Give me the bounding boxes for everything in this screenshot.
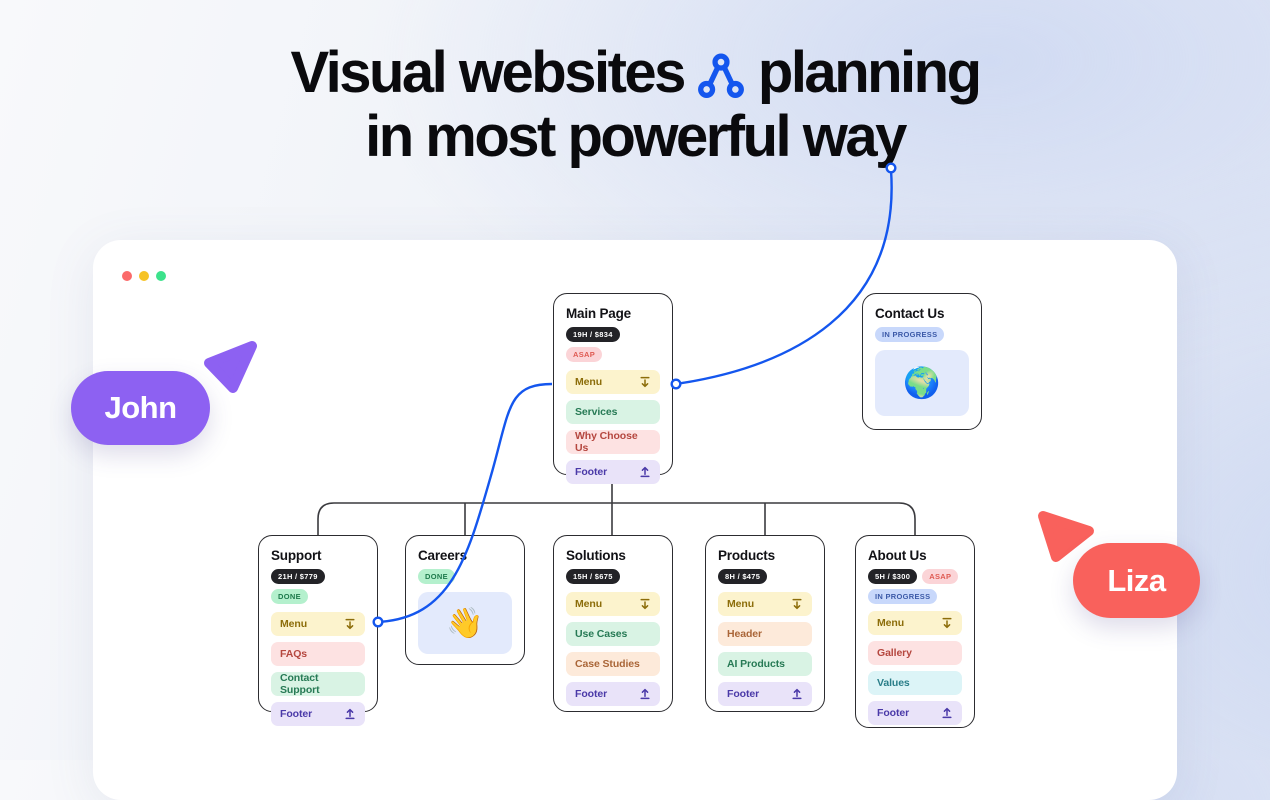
row-label: Menu: [877, 617, 905, 629]
upload-icon: [640, 466, 650, 478]
card-title: Support: [271, 548, 322, 563]
priority-badge: ASAP: [566, 347, 603, 362]
upload-icon: [640, 688, 650, 700]
time-cost-badge: 5H / $300: [868, 569, 918, 584]
row-label: Values: [877, 677, 910, 689]
card-title: Contact Us: [875, 306, 945, 321]
row-label: Footer: [877, 707, 910, 719]
time-cost-badge: 21H / $779: [271, 569, 325, 584]
section-row-footer[interactable]: Footer: [718, 682, 812, 706]
upload-icon: [792, 688, 802, 700]
section-row-values[interactable]: Values: [868, 671, 962, 695]
hero-title-line2: in most powerful way: [0, 106, 1270, 168]
card-support[interactable]: Support 21H / $779 DONE Menu FAQs Contac…: [258, 535, 378, 726]
window-close-button[interactable]: [122, 271, 132, 281]
section-row-use-cases[interactable]: Use Cases: [566, 622, 660, 646]
card-title: About Us: [868, 548, 927, 563]
row-label: Footer: [727, 688, 760, 700]
status-badge: DONE: [271, 589, 308, 604]
section-row-footer[interactable]: Footer: [566, 460, 660, 484]
section-row-header[interactable]: Header: [718, 622, 812, 646]
card-solutions[interactable]: Solutions 15H / $675 Menu Use Cases Case…: [553, 535, 673, 712]
section-row-footer[interactable]: Footer: [271, 702, 365, 726]
insert-below-icon: [640, 598, 650, 610]
hero-title-text-right: planning: [757, 40, 982, 105]
row-label: FAQs: [280, 648, 308, 660]
section-row-menu[interactable]: Menu: [566, 592, 660, 616]
liza-name: Liza: [1107, 562, 1166, 598]
row-label: Why Choose Us: [575, 430, 638, 454]
row-label: AI Products: [727, 658, 785, 670]
section-row-contact-support[interactable]: Contact Support: [271, 672, 365, 696]
section-row-faqs[interactable]: FAQs: [271, 642, 365, 666]
insert-below-icon: [792, 598, 802, 610]
row-label: Menu: [575, 376, 603, 388]
section-row-menu[interactable]: Menu: [868, 611, 962, 635]
row-label: Header: [727, 628, 763, 640]
window-zoom-button[interactable]: [156, 271, 166, 281]
status-badge: IN PROGRESS: [875, 327, 945, 342]
sitemap-icon: [697, 53, 744, 98]
priority-badge: ASAP: [922, 569, 959, 584]
row-label: Services: [575, 406, 618, 418]
globe-emoji: 🌍: [903, 366, 941, 400]
section-row-footer[interactable]: Footer: [566, 682, 660, 706]
hero-title-line1: Visual websites planning: [0, 42, 1270, 104]
section-row-ai-products[interactable]: AI Products: [718, 652, 812, 676]
time-cost-badge: 15H / $675: [566, 569, 620, 584]
globe-illustration-panel[interactable]: 🌍: [875, 350, 969, 416]
row-label: Use Cases: [575, 628, 628, 640]
hero-title: Visual websites planning in most powerfu…: [0, 42, 1270, 168]
section-row-gallery[interactable]: Gallery: [868, 641, 962, 665]
card-products[interactable]: Products 8H / $475 Menu Header AI Produc…: [705, 535, 825, 712]
section-row-why-choose-us[interactable]: Why Choose Us: [566, 430, 660, 454]
row-label: Footer: [575, 688, 608, 700]
card-careers[interactable]: Careers DONE 👋: [405, 535, 525, 665]
card-title: Solutions: [566, 548, 626, 563]
time-cost-badge: 8H / $475: [718, 569, 768, 584]
row-label: Footer: [575, 466, 608, 478]
john-cursor-icon: [204, 341, 257, 393]
section-row-menu[interactable]: Menu: [271, 612, 365, 636]
section-row-footer[interactable]: Footer: [868, 701, 962, 725]
card-title: Products: [718, 548, 775, 563]
section-row-services[interactable]: Services: [566, 400, 660, 424]
liza-cursor-label: Liza: [1073, 543, 1200, 618]
row-label: Gallery: [877, 647, 912, 659]
upload-icon: [345, 708, 355, 720]
card-main-page[interactable]: Main Page 19H / $834 ASAP Menu Services …: [553, 293, 673, 484]
row-label: Case Studies: [575, 658, 640, 670]
row-label: Footer: [280, 708, 313, 720]
waving-hand-emoji: 👋: [446, 606, 484, 640]
insert-below-icon: [640, 376, 650, 388]
status-badge: DONE: [418, 569, 455, 584]
section-row-menu[interactable]: Menu: [718, 592, 812, 616]
john-cursor-label: John: [71, 371, 210, 445]
status-badge: IN PROGRESS: [868, 589, 938, 604]
row-label: Menu: [575, 598, 603, 610]
row-label: Menu: [727, 598, 755, 610]
section-row-case-studies[interactable]: Case Studies: [566, 652, 660, 676]
hero-title-text-left: Visual websites: [290, 40, 686, 105]
liza-cursor-icon: [1038, 511, 1094, 562]
john-name: John: [104, 390, 177, 425]
hero-title-text-line2: in most powerful way: [365, 104, 907, 169]
window-minimize-button[interactable]: [139, 271, 149, 281]
upload-icon: [942, 707, 952, 719]
card-contact-us[interactable]: Contact Us IN PROGRESS 🌍: [862, 293, 982, 430]
wave-illustration-panel[interactable]: 👋: [418, 592, 512, 654]
section-row-menu[interactable]: Menu: [566, 370, 660, 394]
card-title: Main Page: [566, 306, 631, 321]
row-label: Contact Support: [280, 672, 320, 696]
card-title: Careers: [418, 548, 467, 563]
time-cost-badge: 19H / $834: [566, 327, 620, 342]
insert-below-icon: [345, 618, 355, 630]
row-label: Menu: [280, 618, 308, 630]
card-about-us[interactable]: About Us 5H / $300 ASAP IN PROGRESS Menu…: [855, 535, 975, 728]
insert-below-icon: [942, 617, 952, 629]
